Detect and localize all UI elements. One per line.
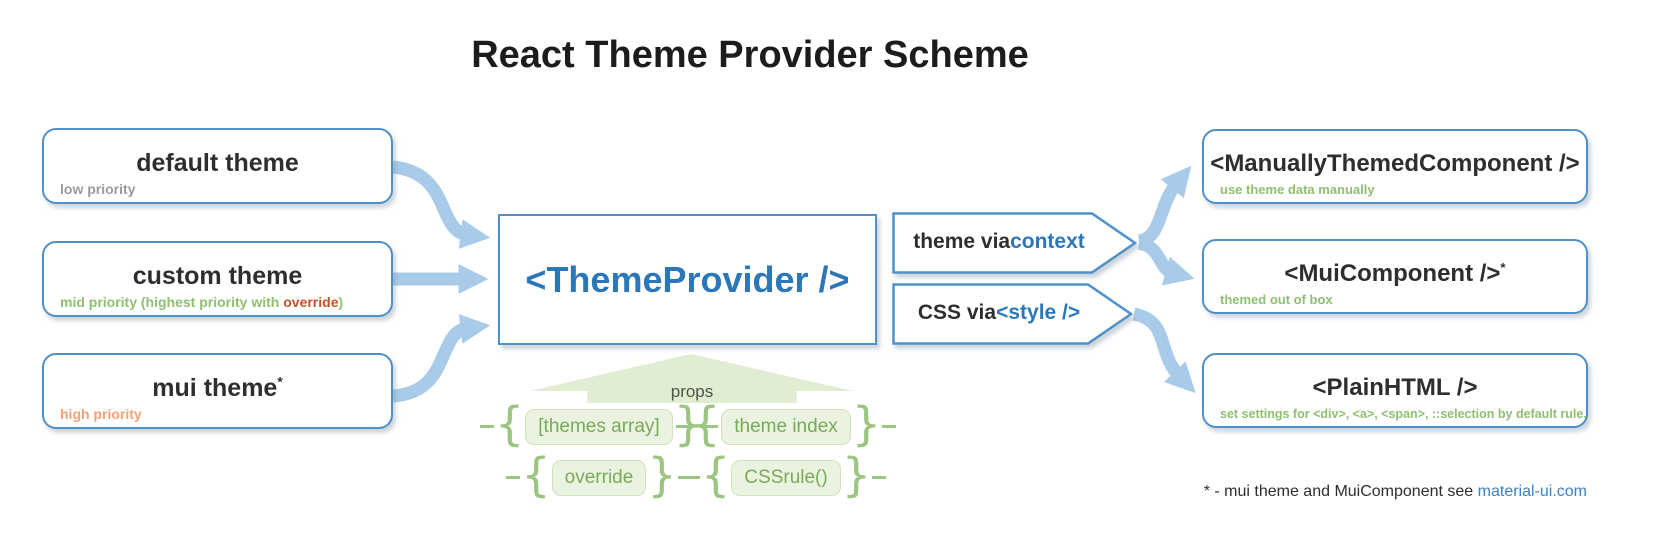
prop-tag-theme-index: {theme index} [675,401,897,449]
tag-connector-dash [704,425,718,428]
tag-connector-dash [871,476,886,479]
node-label: <ThemeProvider /> [525,258,850,300]
channel-label: CSS via <style /> [917,301,1081,324]
footnote-asterisk: * [1500,259,1506,275]
tag-brace-close: } [841,448,871,502]
tag-label: theme index [721,408,851,445]
channel-flag-style: CSS via <style /> [892,283,1137,345]
footnote-asterisk: * [277,374,283,390]
priority-note: high priority [60,406,142,422]
props-tags: {[themes array]} {theme index} {override… [480,401,897,502]
tag-label: CSSrule() [731,459,841,496]
input-node-custom-theme: custom theme mid priority (highest prior… [42,241,393,317]
footnote: * - mui theme and MuiComponent see mater… [1203,483,1587,500]
prop-tag-cssrule: {CSSrule()} [686,448,886,502]
node-note: set settings for <div>, <a>, <span>, ::s… [1220,407,1587,421]
node-label: <PlainHTML /> [1312,373,1478,401]
tag-connector-dash [882,425,897,428]
tag-brace-open: { [521,448,551,502]
prop-tag-override: {override} [500,448,698,502]
flag-shape [892,212,1137,274]
tag-connector-dash [686,476,701,479]
channel-highlight: <style /> [996,301,1081,324]
override-highlight: override [283,294,339,310]
output-node-mui-component: <MuiComponent />* themed out of box [1202,239,1588,314]
input-node-mui-theme: mui theme* high priority [42,353,393,429]
node-label: default theme [136,148,299,177]
tag-label: override [551,459,647,496]
channel-label: theme via context [913,230,1085,253]
tag-connector-dash [677,476,692,479]
tag-connector-dash [506,476,521,479]
node-note: use theme data manually [1220,182,1375,197]
node-note: themed out of box [1220,292,1333,307]
tag-brace-open: { [701,448,731,502]
tag-brace-close: } [673,397,703,451]
prop-tag-themes-array: {[themes array]} [480,401,718,449]
node-label: custom theme [132,261,303,290]
flag-shape [892,283,1134,345]
node-label: <ManuallyThemedComponent /> [1210,149,1580,177]
channel-flag-context: theme via context [892,212,1137,274]
channel-highlight: context [1010,230,1085,253]
arrow-default-to-provider [391,160,491,249]
tag-brace-open: { [495,397,525,451]
output-node-plain-html: <PlainHTML /> set settings for <div>, <a… [1202,353,1588,428]
tag-connector-dash [480,425,494,428]
tag-brace-close: } [647,448,677,502]
arrow-context-to-manual [1137,165,1192,248]
theme-provider-node: <ThemeProvider /> [498,214,877,345]
arrow-context-to-muicomponent [1137,236,1195,286]
tag-label: [themes array] [525,408,673,445]
tag-brace-close: } [851,397,882,451]
input-node-default-theme: default theme low priority [42,128,393,204]
arrow-mui-to-provider [392,314,491,403]
page-title: React Theme Provider Scheme [471,34,1029,76]
tag-brace-open: { [690,397,721,451]
material-ui-link[interactable]: material-ui.com [1477,483,1587,500]
priority-note: low priority [60,181,136,197]
node-label: <MuiComponent />* [1284,259,1506,287]
tag-connector-dash [675,425,690,428]
arrow-style-to-plainhtml [1132,307,1196,394]
priority-note: mid priority (highest priority with over… [60,294,344,310]
node-label: mui theme* [152,373,283,402]
output-node-manually-themed-component: <ManuallyThemedComponent /> use theme da… [1202,129,1588,204]
